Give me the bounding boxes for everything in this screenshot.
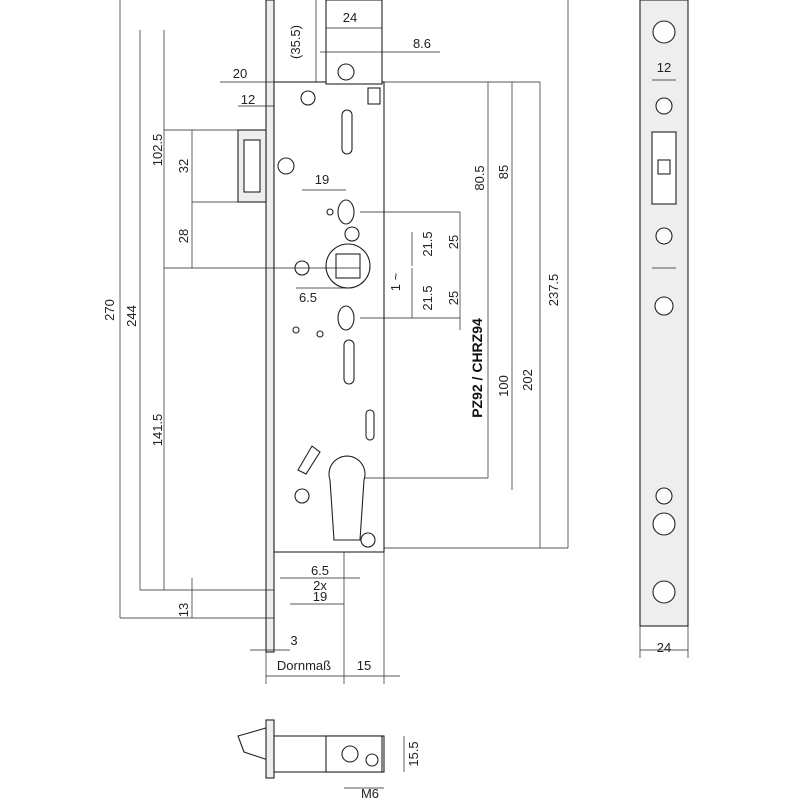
dim-19b: 19 bbox=[313, 589, 327, 604]
dim-35-5: (35.5) bbox=[288, 25, 303, 59]
dim-100: 100 bbox=[496, 375, 511, 397]
top-hatch bbox=[367, 87, 381, 105]
dim-2x: 2x bbox=[313, 578, 327, 593]
top-bolt-hole bbox=[337, 63, 355, 81]
torx-screw-6 bbox=[652, 512, 676, 536]
latch-tongue bbox=[657, 159, 671, 175]
bottom-bolt-hole bbox=[341, 745, 359, 763]
hole-above-follower bbox=[337, 199, 355, 225]
small-hole-1 bbox=[326, 208, 334, 216]
torx-screw-1 bbox=[652, 20, 676, 44]
faceplate-features bbox=[651, 20, 677, 604]
dim-15-5: 15.5 bbox=[406, 741, 421, 766]
dim-80-5: 80.5 bbox=[472, 165, 487, 190]
dim-24-right: 24 bbox=[657, 640, 671, 655]
dim-25a: 25 bbox=[446, 235, 461, 249]
bottom-faceplate bbox=[265, 719, 275, 779]
slot-lower bbox=[365, 409, 375, 441]
dim-85: 85 bbox=[496, 165, 511, 179]
dim-270: 270 bbox=[102, 299, 117, 321]
dim-12a: 12 bbox=[241, 92, 255, 107]
dim-6-5b: 6.5 bbox=[311, 563, 329, 578]
torx-screw-7 bbox=[652, 580, 676, 604]
dim-25b: 25 bbox=[446, 291, 461, 305]
slot-upper bbox=[341, 109, 353, 155]
follower-pin bbox=[344, 226, 360, 242]
label-dornmass: Dornmaß bbox=[277, 658, 331, 673]
dim-21-5a: 21.5 bbox=[420, 231, 435, 256]
dim-m6: M6 bbox=[361, 786, 379, 800]
cylinder-cutout bbox=[328, 455, 366, 541]
product-label: PZ92 / CHRZ94 bbox=[469, 318, 485, 418]
dim-8-6: 8.6 bbox=[413, 36, 431, 51]
dim-141-5: 141.5 bbox=[150, 414, 165, 447]
dim-13: 13 bbox=[176, 603, 191, 617]
dim-6-5a: 6.5 bbox=[299, 290, 317, 305]
dim-3: 3 bbox=[290, 633, 297, 648]
dim-15: 15 bbox=[357, 658, 371, 673]
follower-square bbox=[335, 253, 361, 279]
bottom-section-view: 15.5 M6 bbox=[237, 719, 421, 800]
dim-20: 20 bbox=[233, 66, 247, 81]
lock-case bbox=[273, 81, 385, 553]
small-hole-3 bbox=[316, 330, 324, 338]
bottom-screw bbox=[365, 753, 379, 767]
lever-detail bbox=[297, 445, 321, 475]
faceplate-strip bbox=[265, 0, 275, 653]
dim-102-5: 102.5 bbox=[150, 134, 165, 167]
dim-21-5b: 21.5 bbox=[420, 285, 435, 310]
dim-1-tilde: 1 ~ bbox=[388, 272, 403, 291]
dim-28: 28 bbox=[176, 229, 191, 243]
dim-244: 244 bbox=[124, 305, 139, 327]
latch-inner bbox=[243, 139, 261, 193]
case-screw-bottom bbox=[360, 532, 376, 548]
slot-middle bbox=[343, 339, 355, 385]
dim-19a: 19 bbox=[315, 172, 329, 187]
latch-screw bbox=[277, 157, 295, 175]
torx-screw-5 bbox=[655, 487, 673, 505]
torx-screw-2 bbox=[655, 97, 673, 115]
torx-screw-4 bbox=[654, 296, 674, 316]
cylinder-screw bbox=[294, 488, 310, 504]
dim-237-5: 237.5 bbox=[546, 274, 561, 307]
dim-12b: 12 bbox=[657, 60, 671, 75]
bottom-latch bbox=[237, 727, 269, 761]
dim-32: 32 bbox=[176, 159, 191, 173]
hole-below-follower bbox=[337, 305, 355, 331]
torx-screw-3 bbox=[655, 227, 673, 245]
dim-202: 202 bbox=[520, 369, 535, 391]
case-screw-top bbox=[300, 90, 316, 106]
dim-24-top: 24 bbox=[343, 10, 357, 25]
small-hole-2 bbox=[292, 326, 300, 334]
